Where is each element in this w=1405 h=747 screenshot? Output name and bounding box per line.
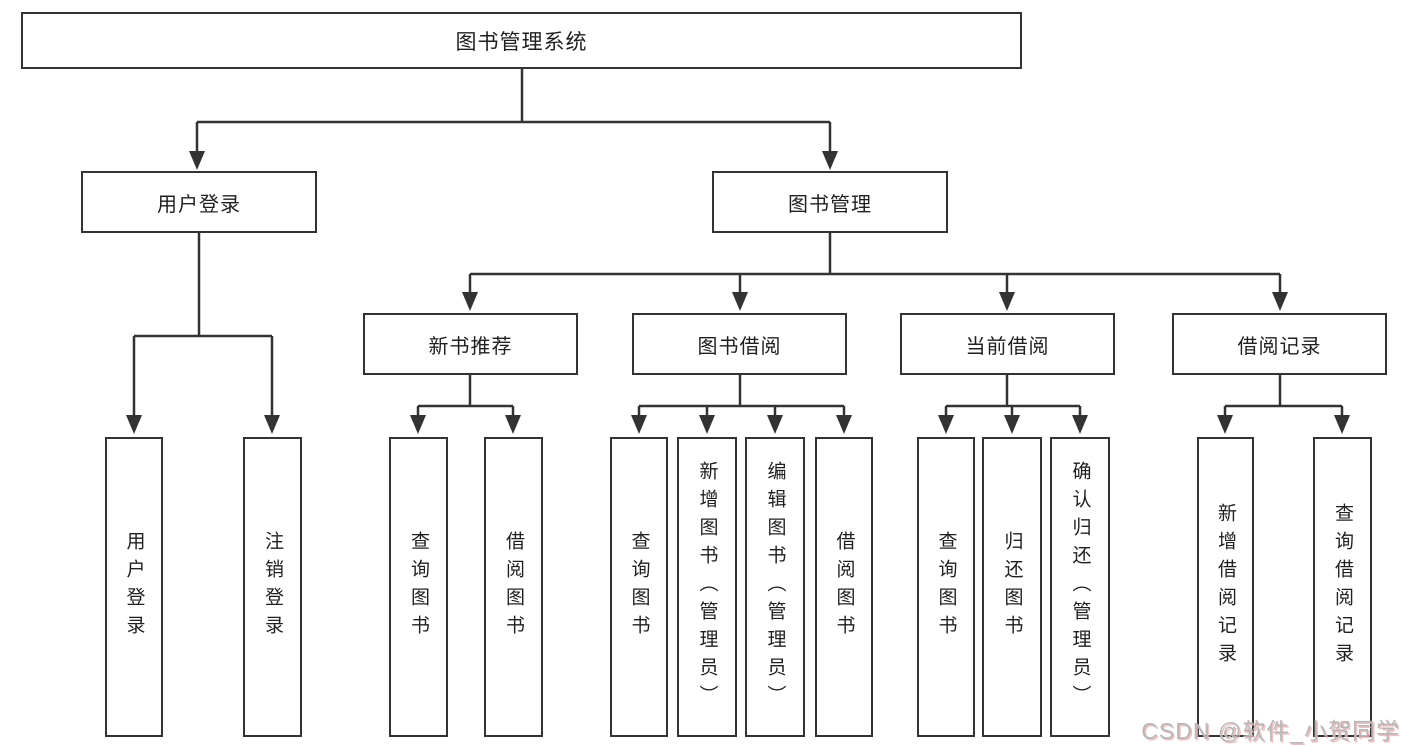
node-return-books: 归还图书 xyxy=(982,437,1042,737)
node-query-books-borrowing: 查询图书 xyxy=(610,437,668,737)
arrowhead xyxy=(410,415,426,434)
node-current-borrowing: 当前借阅 xyxy=(900,313,1115,375)
arrowhead xyxy=(462,292,478,311)
arrowhead xyxy=(699,415,715,434)
connector-book-management xyxy=(462,233,1288,311)
node-confirm-return-admin: 确认归还（管理员） xyxy=(1050,437,1110,737)
node-root: 图书管理系统 xyxy=(21,12,1022,69)
node-borrowing-records: 借阅记录 xyxy=(1172,313,1387,375)
node-borrow-books-recommend: 借阅图书 xyxy=(484,437,543,737)
arrowhead xyxy=(126,415,142,434)
node-query-books-recommend: 查询图书 xyxy=(389,437,448,737)
node-user-login-branch: 用户登录 xyxy=(81,171,317,233)
connector-borrowing-records xyxy=(1217,375,1350,434)
connector-book-borrowing xyxy=(631,375,852,434)
node-edit-books-admin: 编辑图书（管理员） xyxy=(745,437,805,737)
arrowhead xyxy=(1272,292,1288,311)
node-logout: 注销登录 xyxy=(243,437,302,737)
connector-root xyxy=(189,68,838,170)
connector-user-login-branch xyxy=(126,233,280,434)
arrowhead xyxy=(189,151,205,170)
node-add-borrow-record: 新增借阅记录 xyxy=(1197,437,1254,737)
arrowhead xyxy=(822,151,838,170)
arrowhead xyxy=(1217,415,1233,434)
connector-new-book-recommend xyxy=(410,375,521,434)
arrowhead xyxy=(999,292,1015,311)
arrowhead xyxy=(1004,415,1020,434)
arrowhead xyxy=(767,415,783,434)
node-query-books-current: 查询图书 xyxy=(917,437,975,737)
arrowhead xyxy=(264,415,280,434)
node-new-book-recommend: 新书推荐 xyxy=(363,313,578,375)
watermark: CSDN @软件_小贺同学 xyxy=(1141,718,1400,744)
arrowhead xyxy=(732,292,748,311)
arrowhead xyxy=(938,415,954,434)
node-query-borrow-record: 查询借阅记录 xyxy=(1313,437,1372,737)
arrowhead xyxy=(631,415,647,434)
node-book-management: 图书管理 xyxy=(712,171,948,233)
node-borrow-books: 借阅图书 xyxy=(815,437,873,737)
arrowhead xyxy=(1072,415,1088,434)
arrowhead xyxy=(836,415,852,434)
connector-current-borrowing xyxy=(938,375,1088,434)
node-user-login: 用户登录 xyxy=(105,437,163,737)
node-book-borrowing: 图书借阅 xyxy=(632,313,847,375)
arrowhead xyxy=(1334,415,1350,434)
node-add-books-admin: 新增图书（管理员） xyxy=(677,437,737,737)
arrowhead xyxy=(505,415,521,434)
